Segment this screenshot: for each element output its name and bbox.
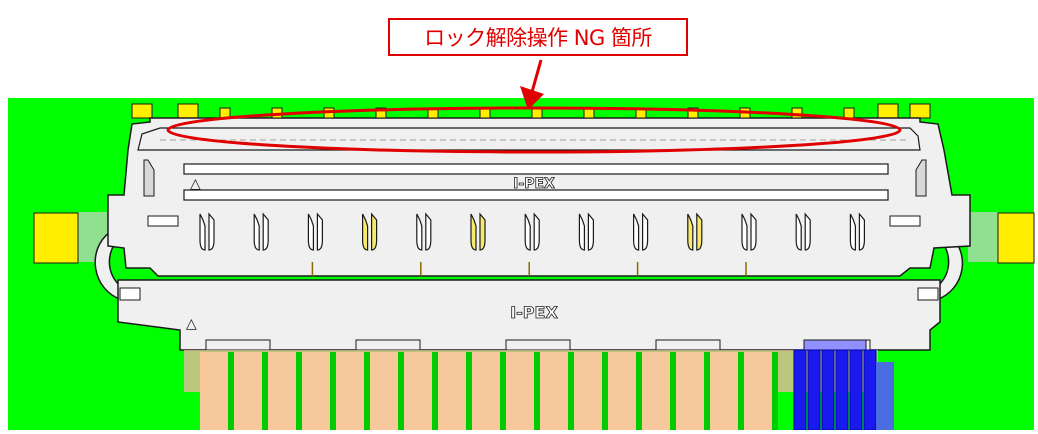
bottom-step-1 [205, 339, 271, 351]
cable-conductor [608, 352, 636, 430]
cable-gap [704, 352, 710, 430]
cable-conductor [268, 352, 296, 430]
cable-conductor [710, 352, 738, 430]
ground-bar [863, 349, 877, 431]
cable-gap [296, 352, 302, 430]
cable-conductor [302, 352, 330, 430]
cable-conductor [438, 352, 466, 430]
contact-6 [470, 212, 486, 251]
contact-4 [362, 212, 378, 251]
left-side-window [147, 215, 179, 227]
cable-gap [636, 352, 642, 430]
bottom-step-3 [505, 339, 571, 351]
right-side-pad [968, 212, 998, 262]
contact-1 [199, 212, 215, 251]
bottom-step-4 [655, 339, 721, 351]
lower-slot [183, 189, 889, 201]
right-side-window [889, 215, 921, 227]
cable-gap [262, 352, 268, 430]
ground-bar-cap [803, 339, 867, 351]
contact-12 [795, 212, 811, 251]
red-arrow-shaft [530, 59, 543, 93]
top-right-tab-2 [909, 103, 931, 119]
contact-2 [253, 212, 269, 251]
ground-bar [793, 349, 807, 431]
cable-gap [466, 352, 472, 430]
top-right-tab [877, 103, 899, 119]
cable-gap [670, 352, 676, 430]
contact-7 [524, 212, 540, 276]
cable-conductor [540, 352, 568, 430]
cable-conductor [234, 352, 262, 430]
ground-bar-edge [876, 362, 894, 430]
contact-group [199, 212, 865, 276]
cable-gap [602, 352, 608, 430]
cable-conductor [336, 352, 364, 430]
top-contact-tab-13 [843, 107, 855, 119]
upper-slot [183, 163, 889, 175]
cable-conductor [404, 352, 432, 430]
top-contact-tab-4 [375, 107, 387, 119]
ground-bar [835, 349, 849, 431]
cable-gap [364, 352, 370, 430]
cable-conductor [642, 352, 670, 430]
red-arrow-icon [520, 86, 544, 110]
contact-3 [307, 212, 323, 276]
contact-5 [416, 212, 432, 276]
ground-bar [807, 349, 821, 431]
cable-conductor [744, 352, 772, 430]
cable-gap [772, 352, 778, 430]
cable-gap [534, 352, 540, 430]
cable-gap [398, 352, 404, 430]
conductor-group [200, 352, 778, 430]
polarity-mark-upper: △ [190, 176, 201, 192]
cable-gap [228, 352, 234, 430]
contact-13 [849, 212, 865, 251]
contact-9 [633, 212, 649, 276]
housing-top-rim [137, 127, 921, 151]
contact-10 [687, 212, 703, 251]
cable-gap [568, 352, 574, 430]
upper-ipex-marking: I-PEX [513, 176, 555, 192]
ground-bar [821, 349, 835, 431]
cable-conductor [574, 352, 602, 430]
top-contact-tab-10 [687, 107, 699, 119]
right-lock-claw [915, 159, 927, 197]
top-left-tab-2 [177, 103, 199, 119]
cable-conductor [370, 352, 398, 430]
cable-conductor [200, 352, 228, 430]
cable-conductor [676, 352, 704, 430]
left-lock-claw [143, 159, 155, 197]
cable-gap [330, 352, 336, 430]
cable-gap [500, 352, 506, 430]
connector-housing-lower [117, 279, 941, 351]
cable-gap [738, 352, 744, 430]
cable-conductor [506, 352, 534, 430]
right-solder-tab [997, 212, 1035, 264]
left-solder-tab [33, 212, 79, 264]
red-ellipse-highlight [166, 106, 902, 154]
polarity-mark-lower: △ [186, 316, 197, 332]
ground-bar [849, 349, 863, 431]
bottom-step-2 [355, 339, 421, 351]
contact-11 [741, 212, 757, 276]
right-lower-window [917, 287, 939, 301]
cable-conductor [472, 352, 500, 430]
cable-gap [432, 352, 438, 430]
left-lower-window [119, 287, 141, 301]
contact-8 [578, 212, 594, 251]
top-left-tab [131, 103, 153, 119]
lower-ipex-marking: I-PEX [510, 303, 558, 322]
lock-release-ng-callout: ロック解除操作 NG 箇所 [388, 18, 688, 56]
